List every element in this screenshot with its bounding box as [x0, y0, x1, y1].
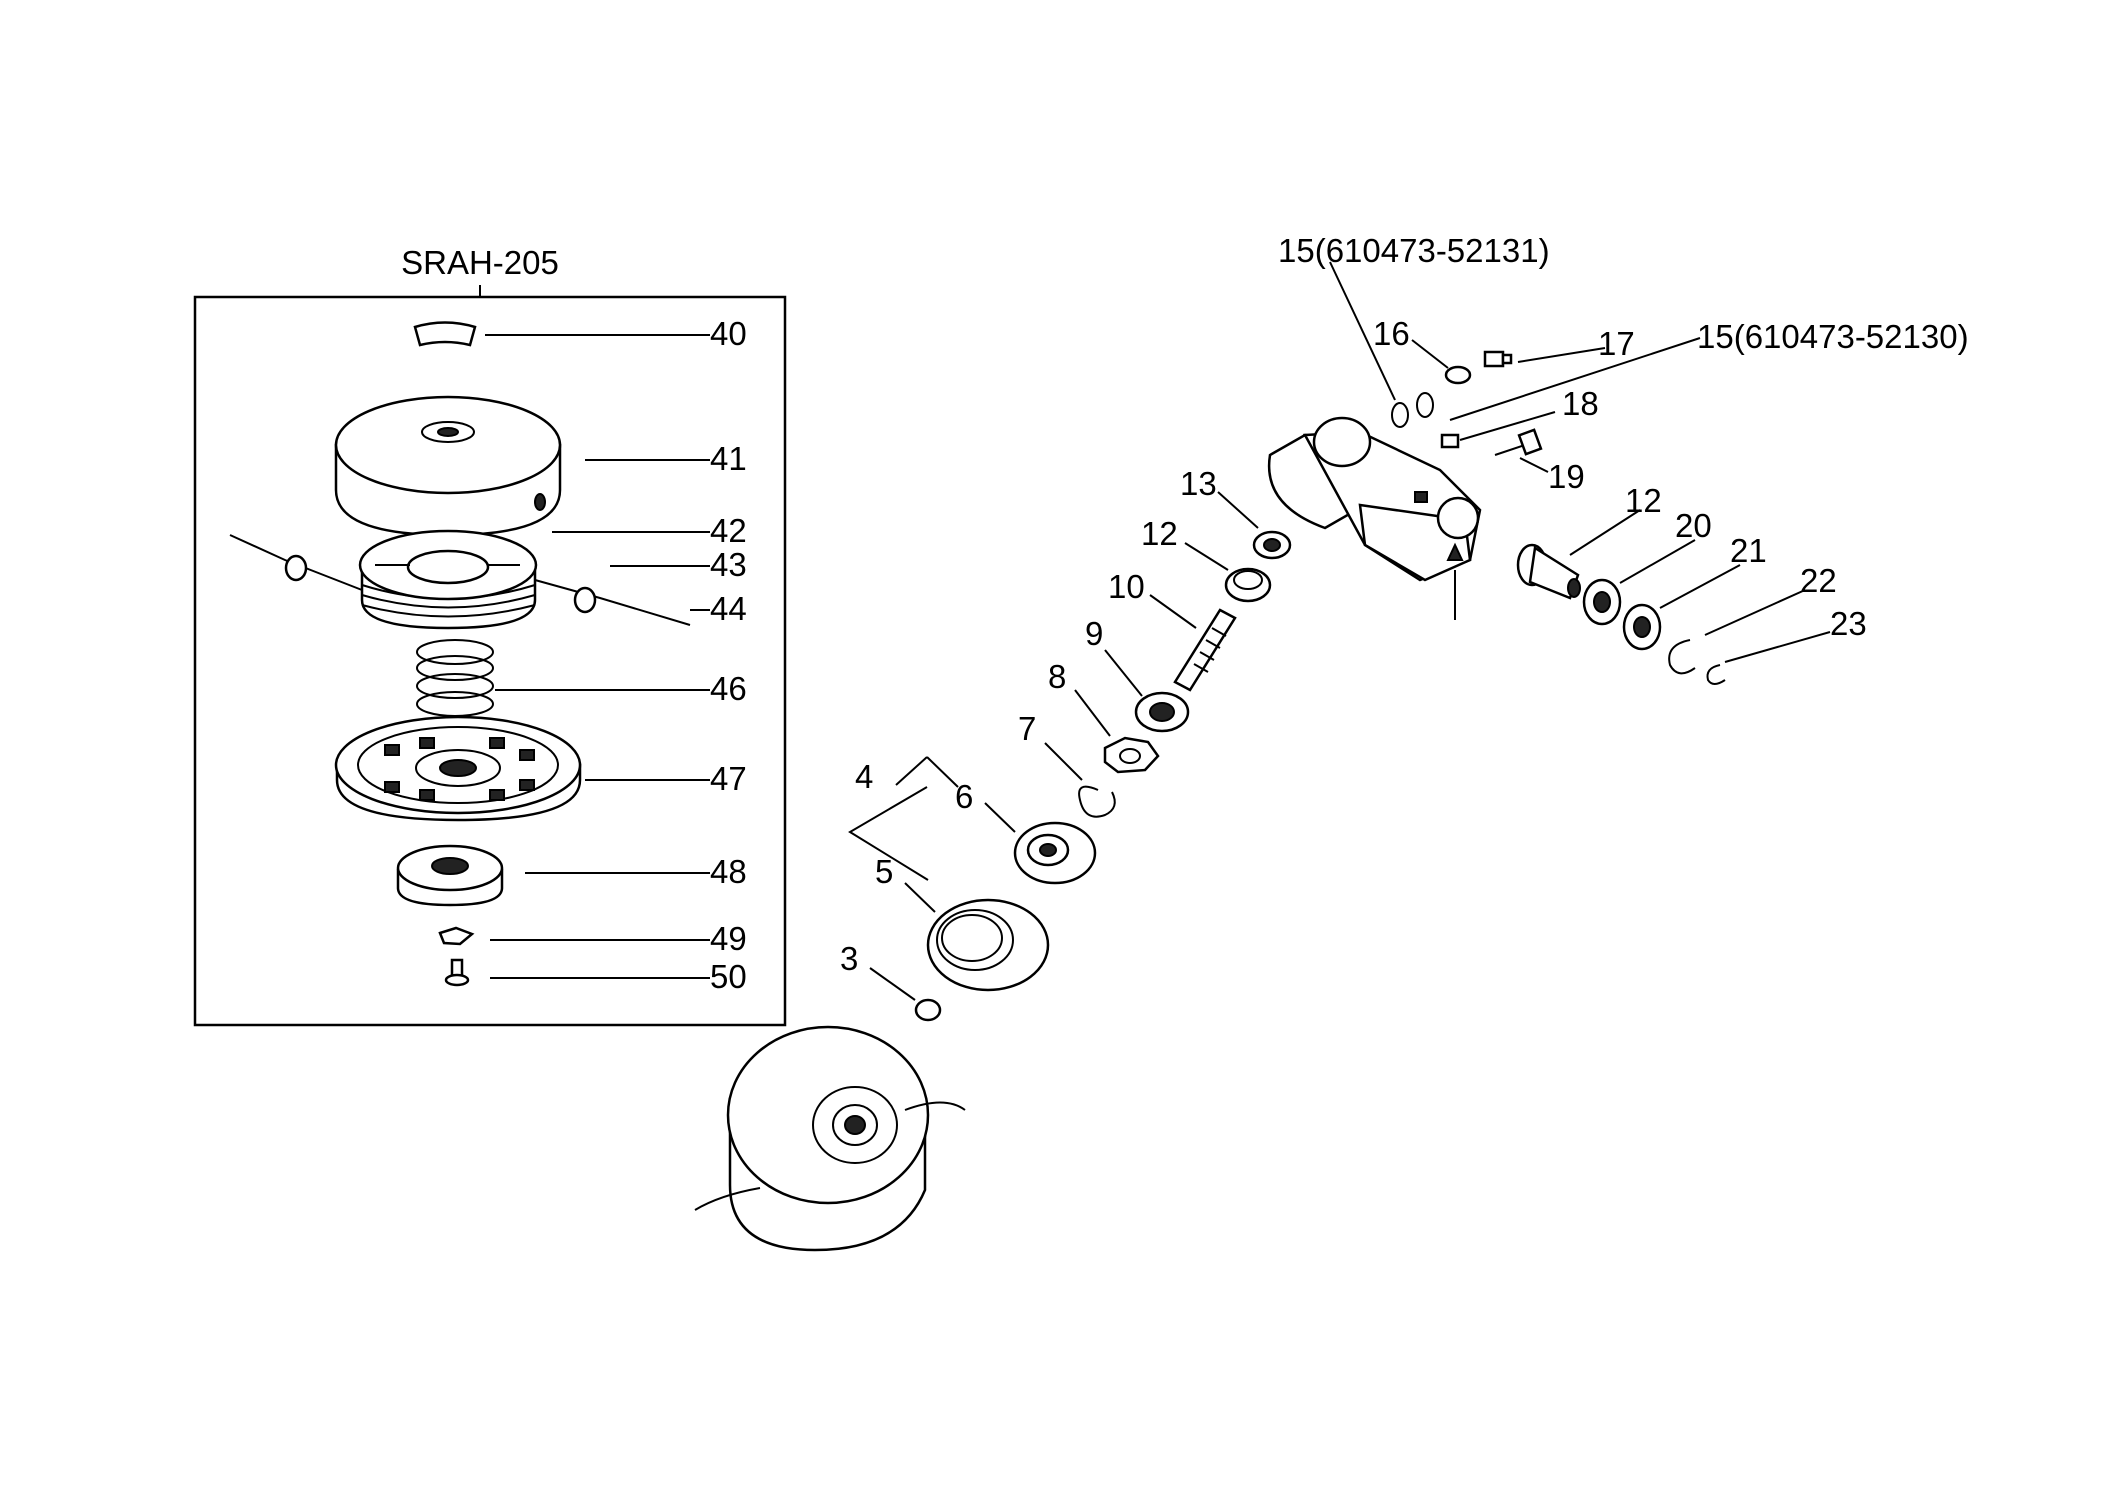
part-12-gear-b	[1516, 543, 1581, 600]
part-8-washer	[1103, 736, 1160, 774]
label-19: 19	[1548, 458, 1585, 495]
part-9-bearing	[1134, 691, 1190, 733]
part-3-o-ring	[914, 998, 942, 1022]
label-16: 16	[1373, 315, 1410, 352]
part-19-bolt	[1494, 428, 1543, 456]
assembly-frame	[193, 295, 787, 1027]
label-15-b: 15(610473-52130)	[1697, 318, 1969, 355]
label-9: 9	[1085, 615, 1103, 652]
part-16-washer	[1444, 365, 1472, 385]
gear-head-assembly: 15(610473-52131) 16 17 15(610473-52130) …	[1267, 232, 1969, 620]
part-23-ring	[1706, 664, 1726, 685]
label-10: 10	[1108, 568, 1145, 605]
label-17: 17	[1598, 325, 1635, 362]
part-20-bearing	[1582, 578, 1622, 626]
part-7-circlip	[1078, 785, 1116, 818]
label-40: 40	[710, 315, 747, 352]
label-7: 7	[1018, 710, 1036, 747]
part-50-bolt	[444, 958, 470, 987]
part-22-circlip	[1668, 639, 1696, 675]
part-13-bearing	[1252, 530, 1292, 560]
part-40-cap	[413, 321, 477, 347]
trimmer-head	[694, 1025, 966, 1252]
output-shaft-stack: 13 12 10 9 8 7	[840, 465, 1292, 1022]
part-12-gear-a	[1224, 567, 1272, 603]
label-43: 43	[710, 546, 747, 583]
part-21-bearing	[1622, 603, 1662, 651]
part-17-screw	[1483, 350, 1513, 368]
gear-case	[1267, 416, 1482, 620]
label-13: 13	[1180, 465, 1217, 502]
label-44: 44	[710, 590, 747, 627]
part-46-spring	[416, 639, 494, 717]
part-41-spool-cover	[334, 395, 562, 537]
part-6-holder	[1013, 821, 1097, 885]
label-18: 18	[1562, 385, 1599, 422]
label-41: 41	[710, 440, 747, 477]
part-18-screw	[1440, 433, 1460, 449]
label-12-a: 12	[1141, 515, 1178, 552]
label-20: 20	[1675, 507, 1712, 544]
label-50: 50	[710, 958, 747, 995]
label-49: 49	[710, 920, 747, 957]
assembly-title: SRAH-205	[401, 244, 559, 281]
label-22: 22	[1800, 562, 1837, 599]
label-5: 5	[875, 853, 893, 890]
label-46: 46	[710, 670, 747, 707]
label-48: 48	[710, 853, 747, 890]
part-15-seal-a	[1391, 402, 1409, 428]
part-49-washer	[438, 926, 475, 946]
part-42-spool	[358, 529, 538, 630]
part-44-trimmer-line	[229, 534, 691, 626]
label-42: 42	[710, 512, 747, 549]
input-shaft-stack: 12 20 21 22 23	[1516, 482, 1867, 685]
label-15-a: 15(610473-52131)	[1278, 232, 1550, 269]
label-4: 4	[855, 758, 873, 795]
part-15-seal-b	[1416, 392, 1434, 418]
label-8: 8	[1048, 658, 1066, 695]
label-23: 23	[1830, 605, 1867, 642]
label-21: 21	[1730, 532, 1767, 569]
srah-205-assembly: SRAH-205	[193, 244, 787, 1027]
part-47-base-plate	[334, 715, 582, 822]
label-12-b: 12	[1625, 482, 1662, 519]
part-48-knob	[396, 844, 504, 907]
label-6: 6	[955, 778, 973, 815]
part-5-cup	[926, 898, 1050, 992]
label-3: 3	[840, 940, 858, 977]
part-10-shaft	[1173, 608, 1237, 692]
label-47: 47	[710, 760, 747, 797]
